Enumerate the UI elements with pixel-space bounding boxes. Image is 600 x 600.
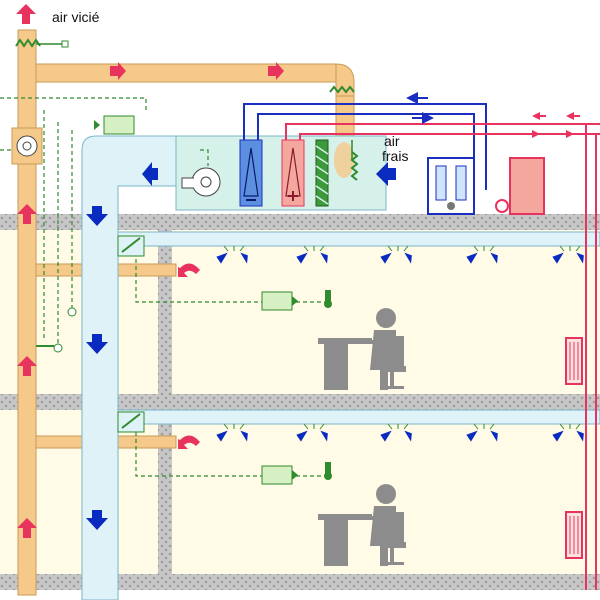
fresh-air-arrow-icon bbox=[376, 162, 396, 186]
hot-pipe-arrows bbox=[526, 112, 580, 138]
diffuser-icon bbox=[296, 423, 328, 442]
damper-actuator-icon bbox=[261, 291, 298, 311]
diffuser-icon bbox=[552, 423, 584, 442]
actuators bbox=[11, 115, 353, 485]
exhaust-arrow-icon bbox=[17, 204, 37, 224]
riser-damper-icon bbox=[15, 38, 41, 48]
diffuser-icon bbox=[216, 245, 248, 264]
exhaust-arrow-icon bbox=[268, 62, 284, 80]
diffuser-icon bbox=[466, 245, 498, 264]
pipe-arrow-icon bbox=[532, 112, 546, 120]
supply-duct-system bbox=[81, 135, 600, 600]
shaft-wall bbox=[158, 228, 172, 578]
damper-actuator-icon bbox=[261, 465, 298, 485]
office-floor-2 bbox=[318, 484, 583, 566]
fan-icon bbox=[181, 167, 221, 197]
supply-elbow bbox=[81, 135, 177, 600]
fresh-air-damper-icon bbox=[350, 151, 359, 181]
filter-icon bbox=[315, 139, 329, 207]
control-line bbox=[135, 252, 262, 303]
exhaust-roof-duct bbox=[35, 63, 337, 83]
pipe-arrow-icon bbox=[560, 130, 574, 138]
exhaust-arrow-icon bbox=[110, 62, 126, 80]
exhaust-arrow-icon bbox=[17, 356, 37, 376]
pipe-arrow-icon bbox=[566, 112, 580, 120]
thermostat-icon bbox=[324, 462, 332, 480]
elbow-damper-icon bbox=[329, 85, 355, 94]
diffusers bbox=[216, 245, 584, 442]
damper-actuator-icon bbox=[94, 115, 135, 135]
riser-damper-box bbox=[61, 40, 69, 48]
exhaust-arrow-icon bbox=[17, 518, 37, 538]
heating-coil-icon bbox=[281, 139, 305, 207]
hot-water-pipe bbox=[285, 123, 600, 140]
chilled-water-pipe bbox=[243, 103, 487, 190]
diffuser-icon bbox=[296, 245, 328, 264]
vav-damper-floor-1-icon bbox=[117, 235, 145, 257]
boiler-icon bbox=[495, 157, 545, 215]
person-desk-icon bbox=[318, 308, 406, 390]
return-arrow-floor-1-icon bbox=[178, 263, 200, 277]
exhaust-arrows bbox=[16, 4, 284, 538]
exhaust-fan-icon bbox=[11, 127, 43, 165]
diffuser-icon bbox=[552, 245, 584, 264]
control-lines bbox=[0, 97, 326, 477]
supply-branch-floor-2 bbox=[117, 409, 600, 425]
thermostat-icon bbox=[324, 290, 332, 308]
control-line bbox=[200, 149, 209, 166]
supply-down-arrow-icon bbox=[86, 334, 108, 354]
diffuser-icon bbox=[216, 423, 248, 442]
fresh-air-label-line2: frais bbox=[382, 148, 408, 164]
diffuser-icon bbox=[380, 245, 412, 264]
return-arrow-floor-2-icon bbox=[178, 435, 200, 449]
exhaust-elbow bbox=[335, 63, 355, 101]
air-handling-unit bbox=[175, 135, 387, 211]
exhaust-riser bbox=[17, 29, 37, 596]
supply-down-arrow-icon bbox=[86, 510, 108, 530]
office-floor-1 bbox=[318, 308, 583, 390]
mixing-air-glow bbox=[334, 142, 354, 178]
person-desk-icon bbox=[318, 484, 406, 566]
hydronic-pipes bbox=[243, 92, 600, 590]
supply-down-arrow-icon bbox=[86, 206, 108, 226]
vav-damper-floor-2-icon bbox=[117, 411, 145, 433]
diffuser-icon bbox=[380, 423, 412, 442]
radiator-icon bbox=[565, 337, 583, 385]
hot-water-pipe bbox=[299, 133, 600, 140]
radiator-icon bbox=[565, 511, 583, 559]
diffuser-icon bbox=[466, 423, 498, 442]
chilled-water-pipe bbox=[257, 113, 475, 190]
middle-slab bbox=[0, 394, 600, 410]
floor-slabs bbox=[0, 214, 600, 590]
chiller-icon bbox=[427, 157, 475, 215]
cooling-coil-icon bbox=[239, 139, 263, 207]
exhaust-arrow-icon bbox=[16, 4, 36, 24]
supply-branch-floor-1 bbox=[117, 231, 600, 247]
supply-arrow-icon bbox=[142, 162, 158, 186]
sensor-icon bbox=[53, 343, 63, 353]
pipe-arrow-icon bbox=[526, 130, 540, 138]
ground-slab bbox=[0, 574, 600, 590]
roof-slab bbox=[0, 214, 600, 230]
exhaust-air-label: air vicié bbox=[52, 9, 100, 25]
control-line bbox=[135, 432, 262, 477]
control-line bbox=[0, 97, 147, 110]
supply-arrows bbox=[86, 162, 396, 530]
sensor-icon bbox=[67, 307, 77, 317]
fresh-air-label-line1: air bbox=[384, 133, 400, 149]
